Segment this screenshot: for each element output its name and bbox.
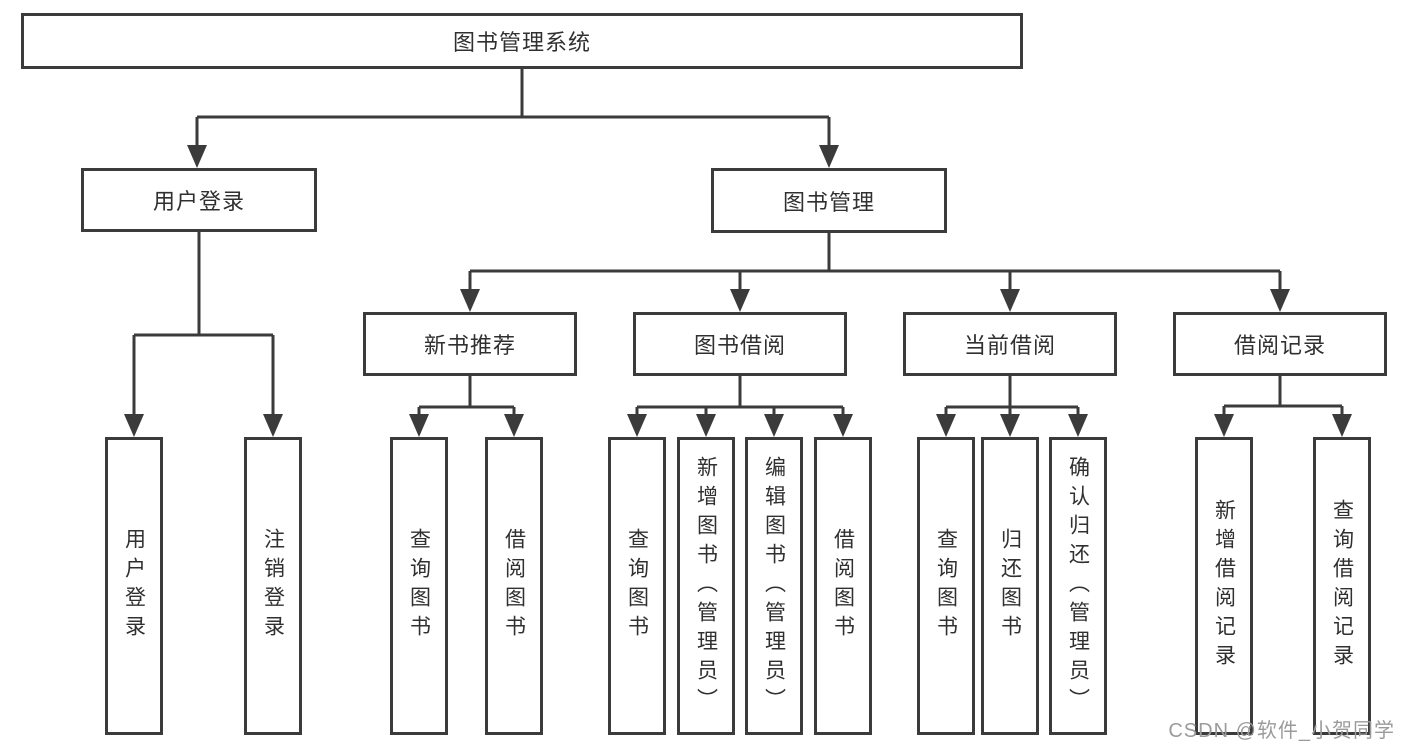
arrowhead — [124, 414, 144, 437]
node-user-login: 用户登录 — [81, 168, 317, 232]
leaf-add-borrow-record: 新增借阅记录 — [1195, 437, 1253, 735]
arrowhead — [1068, 414, 1088, 437]
node-root: 图书管理系统 — [21, 13, 1023, 69]
leaf-user-login: 用户登录 — [105, 437, 163, 735]
arrowhead — [409, 414, 429, 437]
leaf-current-query-book: 查询图书 — [917, 437, 975, 735]
arrowhead — [833, 414, 853, 437]
arrowhead — [627, 414, 647, 437]
leaf-logout-login: 注销登录 — [244, 437, 302, 735]
leaf-borrow-book: 借阅图书 — [814, 437, 872, 735]
node-current-borrow: 当前借阅 — [903, 312, 1117, 376]
leaf-edit-book-admin: 编辑图书（管理员） — [745, 437, 803, 735]
node-new-book-recommend: 新书推荐 — [363, 312, 577, 376]
arrowhead — [1000, 289, 1020, 312]
arrowhead — [460, 289, 480, 312]
arrowhead — [504, 414, 524, 437]
leaf-recommend-query-book: 查询图书 — [390, 437, 448, 735]
arrowhead — [730, 289, 750, 312]
arrowhead — [1214, 414, 1234, 437]
leaf-recommend-borrow-book: 借阅图书 — [485, 437, 543, 735]
csdn-watermark: CSDN @软件_小贺同学 — [1168, 720, 1395, 742]
arrowhead — [819, 145, 839, 168]
node-book-borrow: 图书借阅 — [633, 312, 847, 376]
leaf-add-book-admin: 新增图书（管理员） — [677, 437, 735, 735]
leaf-borrow-query-book: 查询图书 — [608, 437, 666, 735]
leaf-confirm-return-admin: 确认归还（管理员） — [1049, 437, 1107, 735]
arrowhead — [187, 145, 207, 168]
arrowhead — [1332, 414, 1352, 437]
arrowhead — [936, 414, 956, 437]
arrowhead — [1000, 414, 1020, 437]
leaf-query-borrow-record: 查询借阅记录 — [1313, 437, 1371, 735]
arrowhead — [696, 414, 716, 437]
arrowhead — [764, 414, 784, 437]
arrowhead — [263, 414, 283, 437]
node-book-management: 图书管理 — [711, 168, 947, 233]
leaf-return-book: 归还图书 — [981, 437, 1039, 735]
node-borrow-record: 借阅记录 — [1173, 312, 1387, 376]
arrowhead — [1270, 289, 1290, 312]
